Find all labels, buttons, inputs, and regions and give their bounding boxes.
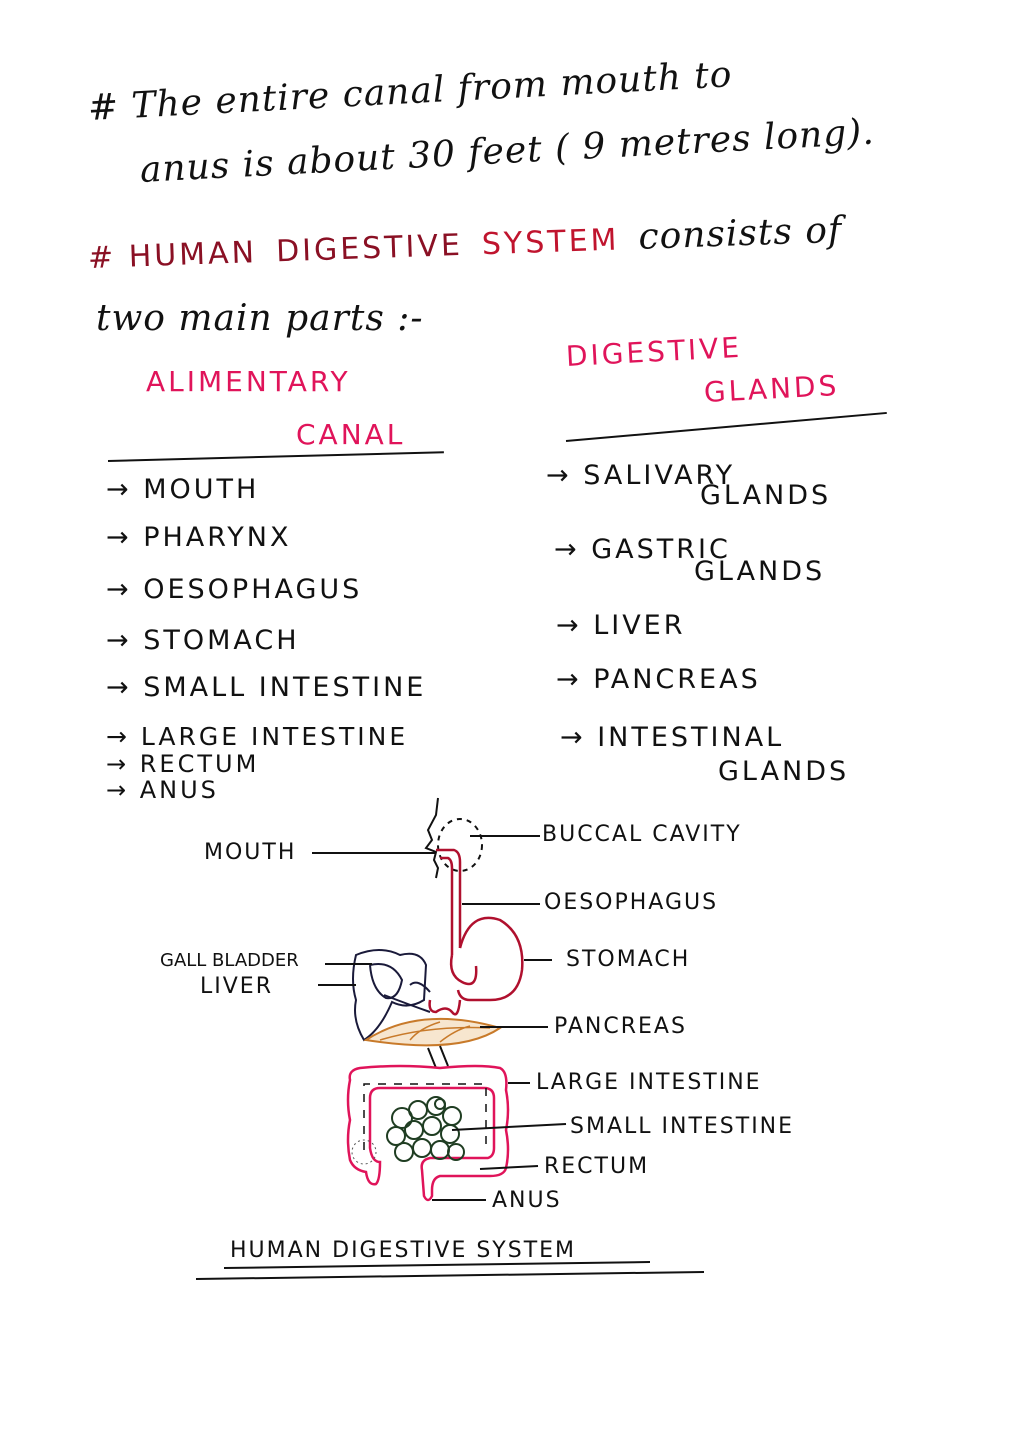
liver-outline [352, 949, 428, 1042]
canal-item-pharynx: → PHARYNX [106, 522, 292, 553]
diagram-label-mouth: MOUTH [204, 840, 297, 865]
diagram-label-gall-bladder: GALL BLADDER [160, 950, 299, 971]
diagram-label-buccal-cavity: BUCCAL CAVITY [542, 822, 742, 847]
diagram-label-stomach: STOMACH [566, 947, 691, 972]
gland-item-salivary: → SALIVARY [546, 460, 736, 491]
duodenum [428, 999, 462, 1016]
gland-item-intestinal-2: GLANDS [718, 756, 850, 787]
canal-item-stomach: → STOMACH [106, 625, 300, 656]
gall-bladder-outline [369, 963, 404, 1000]
large-intestine-dashes [363, 1083, 487, 1150]
diagram-label-large-intestine: LARGE INTESTINE [536, 1070, 762, 1095]
stomach-outline [456, 916, 524, 1002]
pancreas-shape [363, 1017, 503, 1047]
stomach-inner [449, 954, 478, 986]
system-heading-line-2: two main parts :- [96, 298, 424, 339]
alimentary-heading-line-2: CANAL [296, 418, 406, 451]
caecum-dots [351, 1139, 377, 1165]
alimentary-heading-line-1: ALIMENTARY [146, 365, 351, 398]
gland-item-gastric: → GASTRIC [554, 534, 731, 565]
face-profile [424, 797, 440, 879]
diagram-label-anus: ANUS [492, 1188, 562, 1213]
gland-item-salivary-2: GLANDS [700, 480, 832, 511]
gland-item-intestinal: → INTESTINAL [560, 722, 785, 753]
diagram-label-oesophagus: OESOPHAGUS [544, 890, 719, 915]
canal-item-oesophagus: → OESOPHAGUS [106, 574, 363, 605]
gland-item-liver: → LIVER [556, 610, 686, 641]
small-intestine-coils [386, 1096, 465, 1162]
diagram-title: HUMAN DIGESTIVE SYSTEM [230, 1238, 577, 1263]
pancreas-veins [379, 1021, 491, 1043]
title-underline-2 [195, 1271, 705, 1280]
canal-item-large-intestine: → LARGE INTESTINE [106, 722, 409, 751]
oesophagus-tube [436, 848, 462, 948]
canal-item-small-intestine: → SMALL INTESTINE [106, 672, 427, 703]
gland-item-gastric-2: GLANDS [694, 556, 826, 587]
canal-item-mouth: → MOUTH [106, 474, 260, 505]
large-intestine-outline [346, 1064, 510, 1202]
label-pointers [312, 835, 567, 1201]
gland-item-pancreas: → PANCREAS [556, 664, 761, 695]
diagram-label-rectum: RECTUM [544, 1154, 650, 1179]
canal-item-anus: → ANUS [106, 776, 219, 804]
diagram-label-small-intestine: SMALL INTESTINE [570, 1114, 795, 1139]
duct-to-intestine [427, 1045, 449, 1069]
canal-item-rectum: → RECTUM [106, 750, 260, 778]
buccal-cavity-outline [437, 818, 483, 872]
bile-duct [383, 981, 431, 1013]
oesophagus-tube-inner [440, 856, 454, 955]
title-underline [223, 1261, 651, 1269]
diagram-label-liver: LIVER [200, 974, 273, 999]
diagram-label-pancreas: PANCREAS [554, 1014, 687, 1039]
